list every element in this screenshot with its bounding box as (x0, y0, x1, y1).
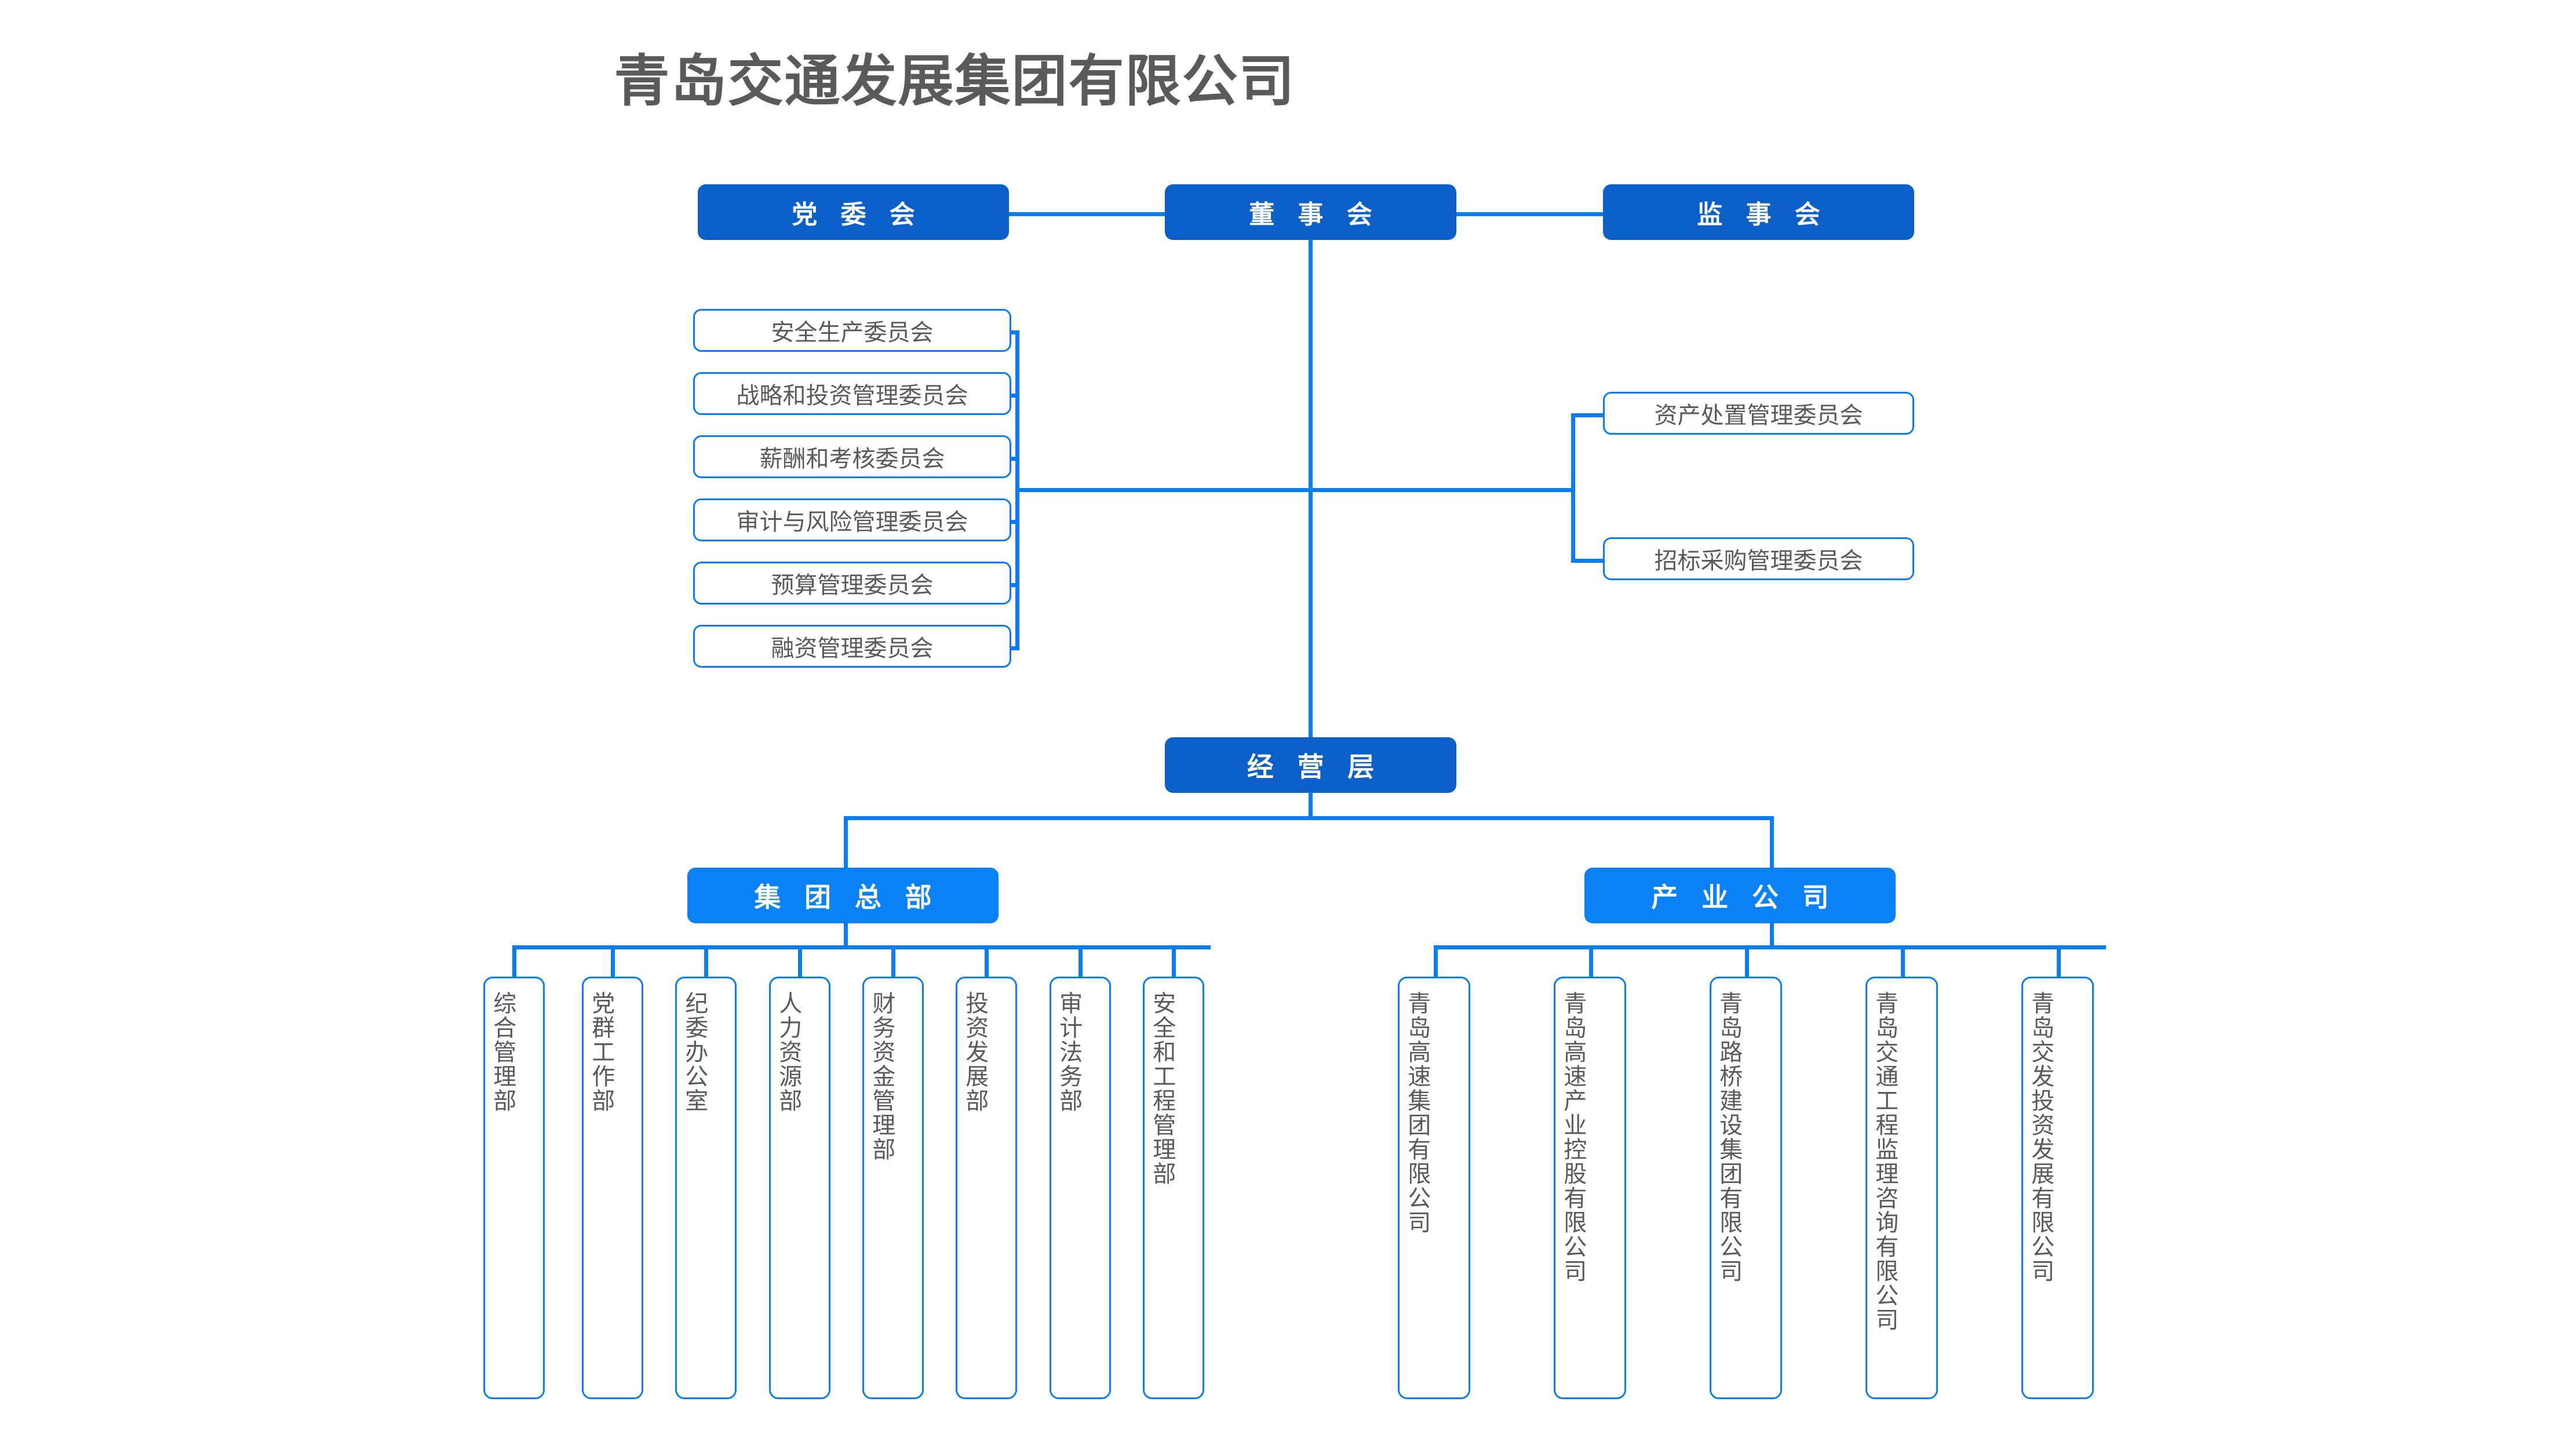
node-board-of-supervisors[interactable]: 监 事 会 (1603, 184, 1914, 240)
department-label: 纪委办公室 (682, 991, 708, 1113)
connector-dept-drop-7 (1079, 945, 1083, 979)
connector-operating-down (1309, 792, 1313, 818)
node-committee-compensation-assessment[interactable]: 薪酬和考核委员会 (693, 435, 1011, 478)
connector-left-stub-4 (1008, 520, 1019, 524)
committee-label: 审计与风险管理委员会 (736, 509, 968, 535)
connector-party-to-board (1007, 212, 1167, 216)
subsidiary-label: 青岛高速产业控股有限公司 (1560, 991, 1586, 1283)
connector-sub-drop-3 (1745, 945, 1749, 979)
node-committee-asset-disposal[interactable]: 资产处置管理委员会 (1603, 392, 1914, 435)
subsidiary-label: 青岛路桥建设集团有限公司 (1716, 991, 1742, 1283)
node-party-committee-label: 党 委 会 (792, 201, 923, 229)
committee-label: 资产处置管理委员会 (1654, 403, 1863, 428)
connector-hq-down (844, 922, 848, 948)
node-department-human-resources[interactable]: 人力资源部 (769, 977, 830, 1399)
department-label: 安全和工程管理部 (1149, 991, 1175, 1186)
connector-dept-drop-5 (891, 945, 895, 979)
node-industry-companies[interactable]: 产 业 公 司 (1584, 868, 1896, 923)
node-group-headquarters[interactable]: 集 团 总 部 (687, 868, 999, 923)
node-board-of-directors[interactable]: 董 事 会 (1165, 184, 1456, 240)
node-subsidiary-qingdao-expressway-group[interactable]: 青岛高速集团有限公司 (1398, 977, 1470, 1399)
node-committee-audit-risk[interactable]: 审计与风险管理委员会 (693, 498, 1011, 541)
node-group-headquarters-label: 集 团 总 部 (754, 882, 940, 912)
subsidiary-label: 青岛交发投资发展有限公司 (2028, 991, 2054, 1283)
committee-label: 融资管理委员会 (771, 636, 934, 661)
connector-board-to-supervisors (1455, 212, 1605, 216)
department-label: 人力资源部 (775, 991, 801, 1113)
node-department-safety-engineering[interactable]: 安全和工程管理部 (1143, 977, 1204, 1399)
node-department-finance-funds[interactable]: 财务资金管理部 (862, 977, 924, 1399)
committee-label: 安全生产委员会 (771, 320, 934, 345)
node-department-discipline-office[interactable]: 纪委办公室 (675, 977, 737, 1399)
committee-label: 招标采购管理委员会 (1654, 548, 1863, 574)
node-board-of-supervisors-label: 监 事 会 (1697, 201, 1828, 229)
department-label: 财务资金管理部 (869, 991, 895, 1162)
node-committee-budget[interactable]: 预算管理委员会 (693, 562, 1011, 605)
connector-right-stub-2 (1571, 559, 1605, 563)
connector-department-bus (512, 945, 1211, 949)
page-title: 青岛交通发展集团有限公司 (614, 50, 1296, 112)
committee-label: 战略和投资管理委员会 (736, 383, 968, 409)
node-department-investment-development[interactable]: 投资发展部 (956, 977, 1017, 1399)
connector-to-industry-companies (1770, 816, 1774, 873)
connector-operating-split-bus (844, 816, 1774, 820)
connector-committee-spine (1015, 488, 1575, 492)
subsidiary-label: 青岛高速集团有限公司 (1404, 991, 1430, 1235)
connector-sub-drop-1 (1434, 945, 1438, 979)
node-industry-companies-label: 产 业 公 司 (1651, 882, 1837, 912)
connector-sub-drop-4 (1901, 945, 1905, 979)
connector-left-stub-1 (1008, 330, 1019, 334)
connector-dept-drop-8 (1172, 945, 1176, 979)
connector-sub-drop-2 (1589, 945, 1593, 979)
connector-left-stub-6 (1008, 646, 1019, 650)
subsidiary-label: 青岛交通工程监理咨询有限公司 (1872, 991, 1898, 1332)
connector-dept-drop-2 (611, 945, 615, 979)
node-subsidiary-transport-engineering-supervision[interactable]: 青岛交通工程监理咨询有限公司 (1865, 977, 1938, 1399)
node-department-general-management[interactable]: 综合管理部 (483, 977, 545, 1399)
connector-sub-drop-5 (2057, 945, 2061, 979)
connector-to-group-hq (844, 816, 848, 873)
connector-left-committee-trunk (1015, 330, 1019, 650)
node-subsidiary-expressway-industrial-holding[interactable]: 青岛高速产业控股有限公司 (1554, 977, 1626, 1399)
connector-dept-drop-6 (985, 945, 989, 979)
connector-left-stub-5 (1008, 583, 1019, 587)
connector-right-committee-trunk (1571, 413, 1575, 563)
node-committee-tender-procurement[interactable]: 招标采购管理委员会 (1603, 537, 1914, 580)
connector-left-stub-3 (1008, 457, 1019, 461)
connector-subsidiary-bus (1434, 945, 2106, 949)
node-operating-layer[interactable]: 经 营 层 (1165, 737, 1456, 793)
node-committee-safety-production[interactable]: 安全生产委员会 (693, 309, 1011, 352)
node-committee-financing[interactable]: 融资管理委员会 (693, 625, 1011, 668)
department-label: 综合管理部 (490, 991, 516, 1113)
connector-dept-drop-1 (512, 945, 516, 979)
connector-board-trunk (1309, 238, 1313, 752)
connector-right-stub-1 (1571, 413, 1605, 417)
connector-industry-down (1770, 922, 1774, 948)
connector-left-stub-2 (1008, 394, 1019, 398)
committee-label: 预算管理委员会 (771, 573, 934, 598)
node-operating-layer-label: 经 营 层 (1247, 752, 1383, 782)
node-party-committee[interactable]: 党 委 会 (698, 184, 1009, 240)
node-committee-strategy-investment[interactable]: 战略和投资管理委员会 (693, 372, 1011, 415)
node-department-audit-legal[interactable]: 审计法务部 (1050, 977, 1111, 1399)
department-label: 审计法务部 (1056, 991, 1082, 1113)
node-board-of-directors-label: 董 事 会 (1249, 201, 1380, 229)
connector-dept-drop-3 (704, 945, 708, 979)
committee-label: 薪酬和考核委员会 (759, 446, 945, 472)
node-subsidiary-road-bridge-construction-group[interactable]: 青岛路桥建设集团有限公司 (1710, 977, 1782, 1399)
node-department-party-mass-work[interactable]: 党群工作部 (582, 977, 643, 1399)
connector-dept-drop-4 (798, 945, 802, 979)
department-label: 党群工作部 (588, 991, 614, 1113)
department-label: 投资发展部 (962, 991, 988, 1113)
node-subsidiary-jiaofa-investment-development[interactable]: 青岛交发投资发展有限公司 (2021, 977, 2094, 1399)
